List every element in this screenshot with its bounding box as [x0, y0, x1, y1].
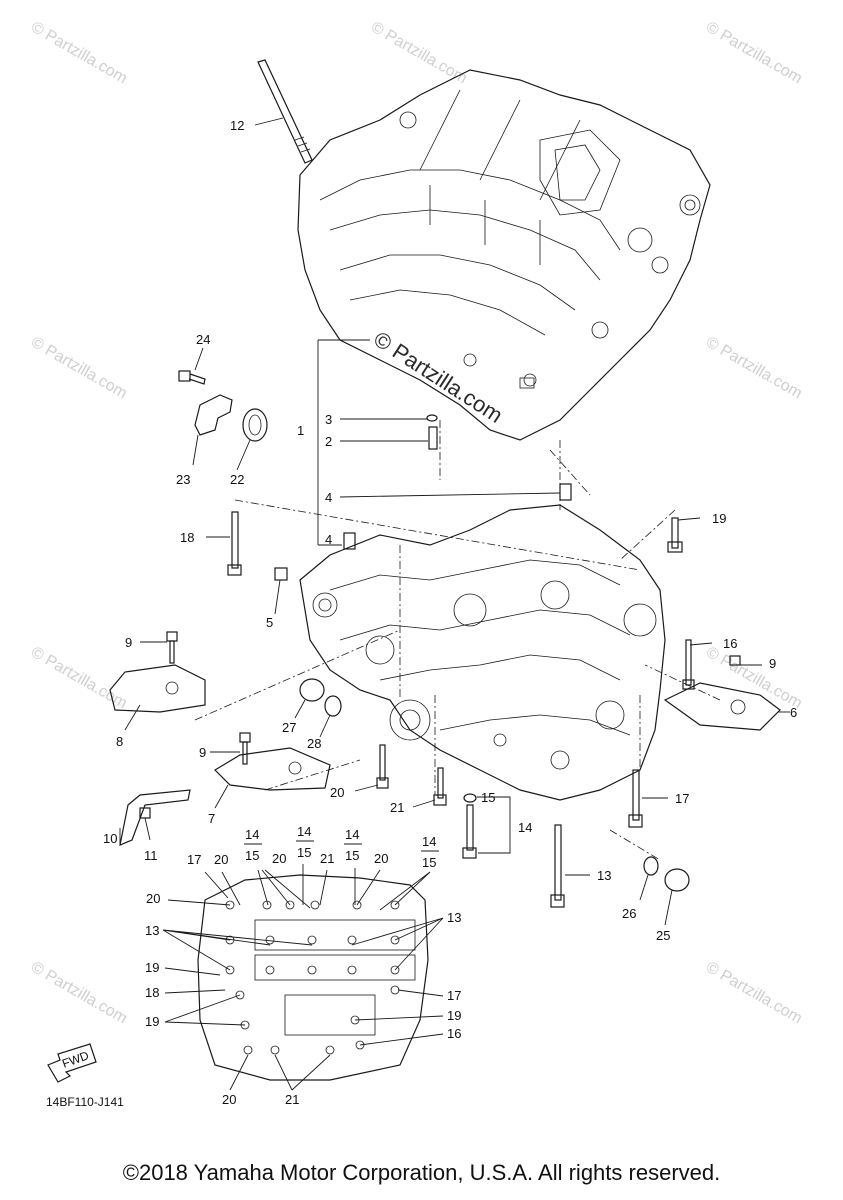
watermark-text: © Partzilla.com [703, 19, 805, 88]
detail-callout-19: 19 [145, 1014, 159, 1029]
callout-16: 16 [723, 636, 737, 651]
callout-labels: 12 24 23 22 3 1 2 4 4 18 19 5 9 9 9 8 7 … [103, 118, 797, 943]
diagram-code: 14BF110-J141 [46, 1095, 124, 1109]
callout-10: 10 [103, 831, 117, 846]
detail-callout-20: 20 [374, 851, 388, 866]
detail-callout-15: 15 [422, 855, 436, 870]
detail-callout-14: 14 [245, 827, 259, 842]
callout-21: 21 [390, 800, 404, 815]
callout-1: 1 [297, 423, 304, 438]
detail-callout-19: 19 [447, 1008, 461, 1023]
callout-19: 19 [712, 511, 726, 526]
leader-lines [119, 117, 790, 926]
detail-callout-labels: 14 15 14 15 14 15 14 15 17 20 20 21 20 2… [145, 824, 461, 1107]
callout-13: 13 [597, 868, 611, 883]
callout-12: 12 [230, 118, 244, 133]
callout-14: 14 [518, 820, 532, 835]
detail-callout-14: 14 [297, 824, 311, 839]
detail-callout-15: 15 [245, 848, 259, 863]
callout-23: 23 [176, 472, 190, 487]
detail-callout-20: 20 [222, 1092, 236, 1107]
callout-7: 7 [208, 811, 215, 826]
watermark-text: © Partzilla.com [703, 644, 805, 713]
callout-17: 17 [675, 791, 689, 806]
watermark-text: © Partzilla.com [28, 19, 130, 88]
callout-4b: 4 [325, 532, 332, 547]
fwd-arrow-icon: FWD [47, 1043, 97, 1083]
callout-3: 3 [325, 412, 332, 427]
detail-callout-15: 15 [297, 845, 311, 860]
small-parts [109, 370, 781, 908]
callout-4a: 4 [325, 490, 332, 505]
callout-8: 8 [116, 734, 123, 749]
watermark-text: © Partzilla.com [703, 334, 805, 403]
reference-lines [194, 420, 721, 861]
detail-callout-14: 14 [422, 834, 436, 849]
detail-callout-13: 13 [447, 910, 461, 925]
upper-crankcase [257, 59, 711, 441]
callout-18: 18 [180, 530, 194, 545]
callout-2: 2 [325, 434, 332, 449]
copyright-notice: ©2018 Yamaha Motor Corporation, U.S.A. A… [122, 1160, 721, 1185]
detail-callout-14: 14 [345, 827, 359, 842]
lower-crankcase [299, 504, 666, 801]
detail-callout-21: 21 [320, 851, 334, 866]
detail-callout-13: 13 [145, 923, 159, 938]
callout-26: 26 [622, 906, 636, 921]
callout-20: 20 [330, 785, 344, 800]
watermark-center-text: © Partzilla.com [369, 326, 507, 428]
detail-callout-20: 20 [214, 852, 228, 867]
callout-5: 5 [266, 615, 273, 630]
detail-callout-20: 20 [272, 851, 286, 866]
detail-callout-16: 16 [447, 1026, 461, 1041]
watermark-text: © Partzilla.com [28, 959, 130, 1028]
detail-callout-21: 21 [285, 1092, 299, 1107]
detail-callout-19: 19 [145, 960, 159, 975]
callout-28: 28 [307, 736, 321, 751]
watermark-text: © Partzilla.com [28, 334, 130, 403]
callout-22: 22 [230, 472, 244, 487]
watermark-text: © Partzilla.com [28, 644, 130, 713]
callout-9b: 9 [199, 745, 206, 760]
callout-25: 25 [656, 928, 670, 943]
detail-callout-17: 17 [447, 988, 461, 1003]
callout-9c: 9 [769, 656, 776, 671]
callout-15: 15 [481, 790, 495, 805]
callout-6: 6 [790, 705, 797, 720]
callout-24: 24 [196, 332, 210, 347]
callout-11: 11 [144, 848, 158, 863]
detail-callout-18: 18 [145, 985, 159, 1000]
detail-callout-15: 15 [345, 848, 359, 863]
bottom-detail-view: FWD [47, 874, 429, 1083]
callout-27: 27 [282, 720, 296, 735]
callout-9a: 9 [125, 635, 132, 650]
detail-callout-17: 17 [187, 852, 201, 867]
watermark-text: © Partzilla.com [703, 959, 805, 1028]
detail-callout-20: 20 [146, 891, 160, 906]
